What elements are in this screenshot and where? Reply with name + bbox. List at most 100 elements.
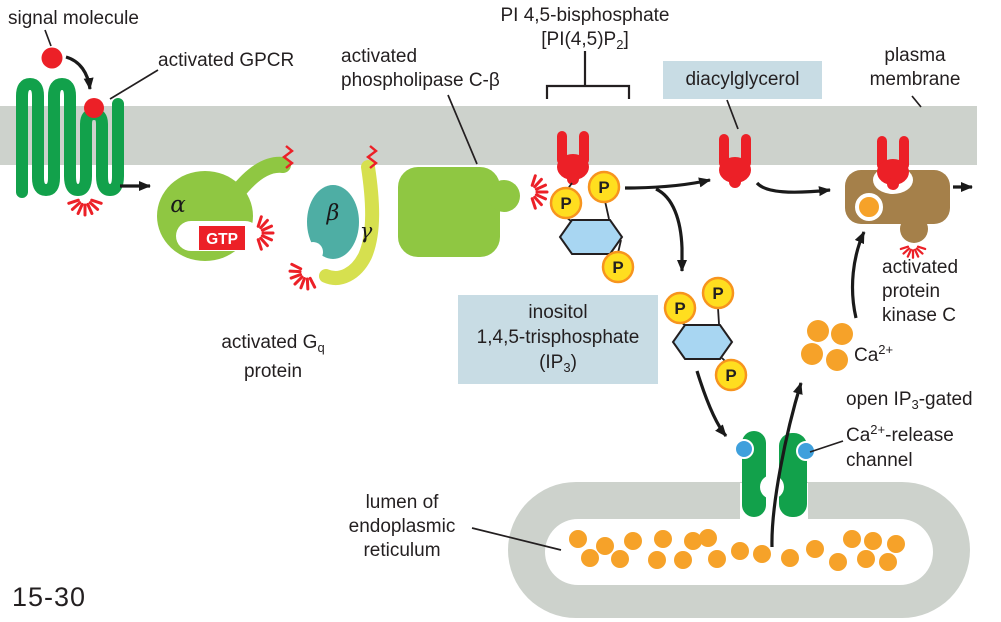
label-line: [PI(4,5)P2] <box>465 28 705 57</box>
label-text: 15-30 <box>12 582 87 612</box>
phospholipase-c-shape <box>398 167 549 257</box>
arrow-pip2-to-ip3 <box>655 187 687 272</box>
label-text: (IP <box>539 351 564 373</box>
ca-release-channel <box>734 431 816 517</box>
label-line: inositol <box>528 301 588 323</box>
protein-kinase-c-shape <box>845 141 950 259</box>
ip3-binding-site-left <box>734 439 754 459</box>
arrow-pip2-to-dag <box>624 177 711 190</box>
pip2-phosphates: P P P <box>549 170 635 284</box>
ip3-label-box: inositol 1,4,5-trisphosphate (IP3) <box>458 295 658 384</box>
label-superscript: 2+ <box>870 422 886 437</box>
lipid-anchor-alpha <box>282 145 294 169</box>
arrow-calcium-to-pkc <box>850 231 866 319</box>
label-signal-molecule: signal molecule <box>8 7 139 31</box>
label-line: kinase C <box>882 305 956 326</box>
gpcr-shape <box>16 77 124 217</box>
label-line: plasma <box>884 45 946 66</box>
pip2-bracket <box>545 51 631 99</box>
alpha-label: α <box>170 192 186 218</box>
label-channel: open IP3-gated Ca2+-release channel <box>846 387 973 473</box>
beta-label: β <box>326 201 340 226</box>
label-superscript: 2+ <box>878 342 894 357</box>
arrow-signal-binding <box>65 55 94 90</box>
lumen-calcium-ions <box>569 529 905 571</box>
phosphate-label: P <box>560 194 571 213</box>
label-subscript: 3 <box>911 397 919 412</box>
label-subscript: q <box>317 340 325 355</box>
leader-signal-molecule <box>44 29 52 47</box>
leader-plasma-membrane <box>911 95 922 108</box>
channel-pore <box>760 475 784 499</box>
flow-arrows <box>65 55 973 548</box>
g-alpha-subunit: GTP α <box>157 145 294 261</box>
activation-spikes-gpcr <box>67 198 103 217</box>
label-line: protein <box>243 361 303 382</box>
label-lumen: lumen of endoplasmic reticulum <box>327 491 477 563</box>
label-text: ) <box>570 351 577 373</box>
arrow-calcium-release <box>770 382 803 548</box>
leader-diacylglycerol <box>726 99 739 130</box>
label-line: 1,4,5-trisphosphate <box>476 326 640 348</box>
label-line: activated <box>882 257 959 278</box>
plasma-membrane-band <box>0 106 977 165</box>
label-pip2: PI 4,5-bisphosphate [PI(4,5)P2] <box>465 4 705 57</box>
label-line: phospholipase C-β <box>341 70 500 91</box>
gamma-label: γ <box>360 219 373 243</box>
gtp-label: GTP <box>206 231 238 248</box>
pip2-molecule: P P P <box>549 136 635 284</box>
phosphate-label: P <box>674 299 685 318</box>
pkc-bound-calcium <box>855 193 883 221</box>
ip3-molecule: P P P <box>663 276 748 392</box>
diacylglycerol-label-box: diacylglycerol <box>663 61 822 99</box>
bound-signal-molecule-dot <box>84 98 104 118</box>
label-activated-plc: activated phospholipase C-β <box>341 45 500 93</box>
label-line: reticulum <box>363 540 441 561</box>
label-line: endoplasmic <box>348 516 456 537</box>
label-line: (IP3) <box>539 350 577 380</box>
leader-lumen <box>471 527 562 551</box>
label-line: open IP3-gated <box>846 387 973 417</box>
phosphate-label: P <box>725 366 736 385</box>
label-activated-pkc: activated protein kinase C <box>882 256 958 328</box>
label-activated-gq: activated Gq protein <box>193 331 353 384</box>
label-text: signal molecule <box>8 8 139 29</box>
label-text: -gated <box>918 389 973 410</box>
label-line: activated <box>341 46 418 67</box>
gtp-box <box>199 226 245 250</box>
leader-plc <box>447 94 478 165</box>
label-text: ] <box>623 29 629 50</box>
label-text: activated G <box>221 332 318 353</box>
g-beta-gamma-subunits: β γ <box>282 145 380 297</box>
label-text: [PI(4,5)P <box>541 29 617 50</box>
phosphate-label: P <box>612 258 623 277</box>
label-line: membrane <box>869 69 961 90</box>
label-line: lumen of <box>365 492 439 513</box>
activation-spikes-alpha <box>256 215 275 251</box>
leader-lines <box>44 29 922 551</box>
label-text: diacylglycerol <box>685 69 800 90</box>
label-line: channel <box>846 450 913 471</box>
arrow-dag-to-pkc <box>755 181 831 197</box>
label-text: -release <box>885 425 954 446</box>
leader-activated-gpcr <box>109 69 159 100</box>
pip2-inositol-ring <box>558 219 624 255</box>
ip3-inositol-ring <box>671 324 734 360</box>
label-line: activated Gq <box>193 331 353 360</box>
label-text: Ca <box>854 345 879 366</box>
label-text: open IP <box>846 389 912 410</box>
ip3-phosphates: P P P <box>663 276 748 392</box>
label-subscript: 3 <box>563 359 571 375</box>
label-subscript: 2 <box>616 37 624 52</box>
label-activated-gpcr: activated GPCR <box>158 49 294 73</box>
activation-spikes-plc <box>530 174 549 210</box>
leader-channel <box>809 440 844 453</box>
label-line: PI 4,5-bisphosphate <box>500 5 670 26</box>
arrow-ip3-to-channel <box>695 370 728 438</box>
released-calcium-ions <box>801 320 853 371</box>
label-calcium: Ca2+ <box>854 338 893 368</box>
label-plasma-membrane: plasma membrane <box>855 44 975 92</box>
phosphate-label: P <box>712 284 723 303</box>
